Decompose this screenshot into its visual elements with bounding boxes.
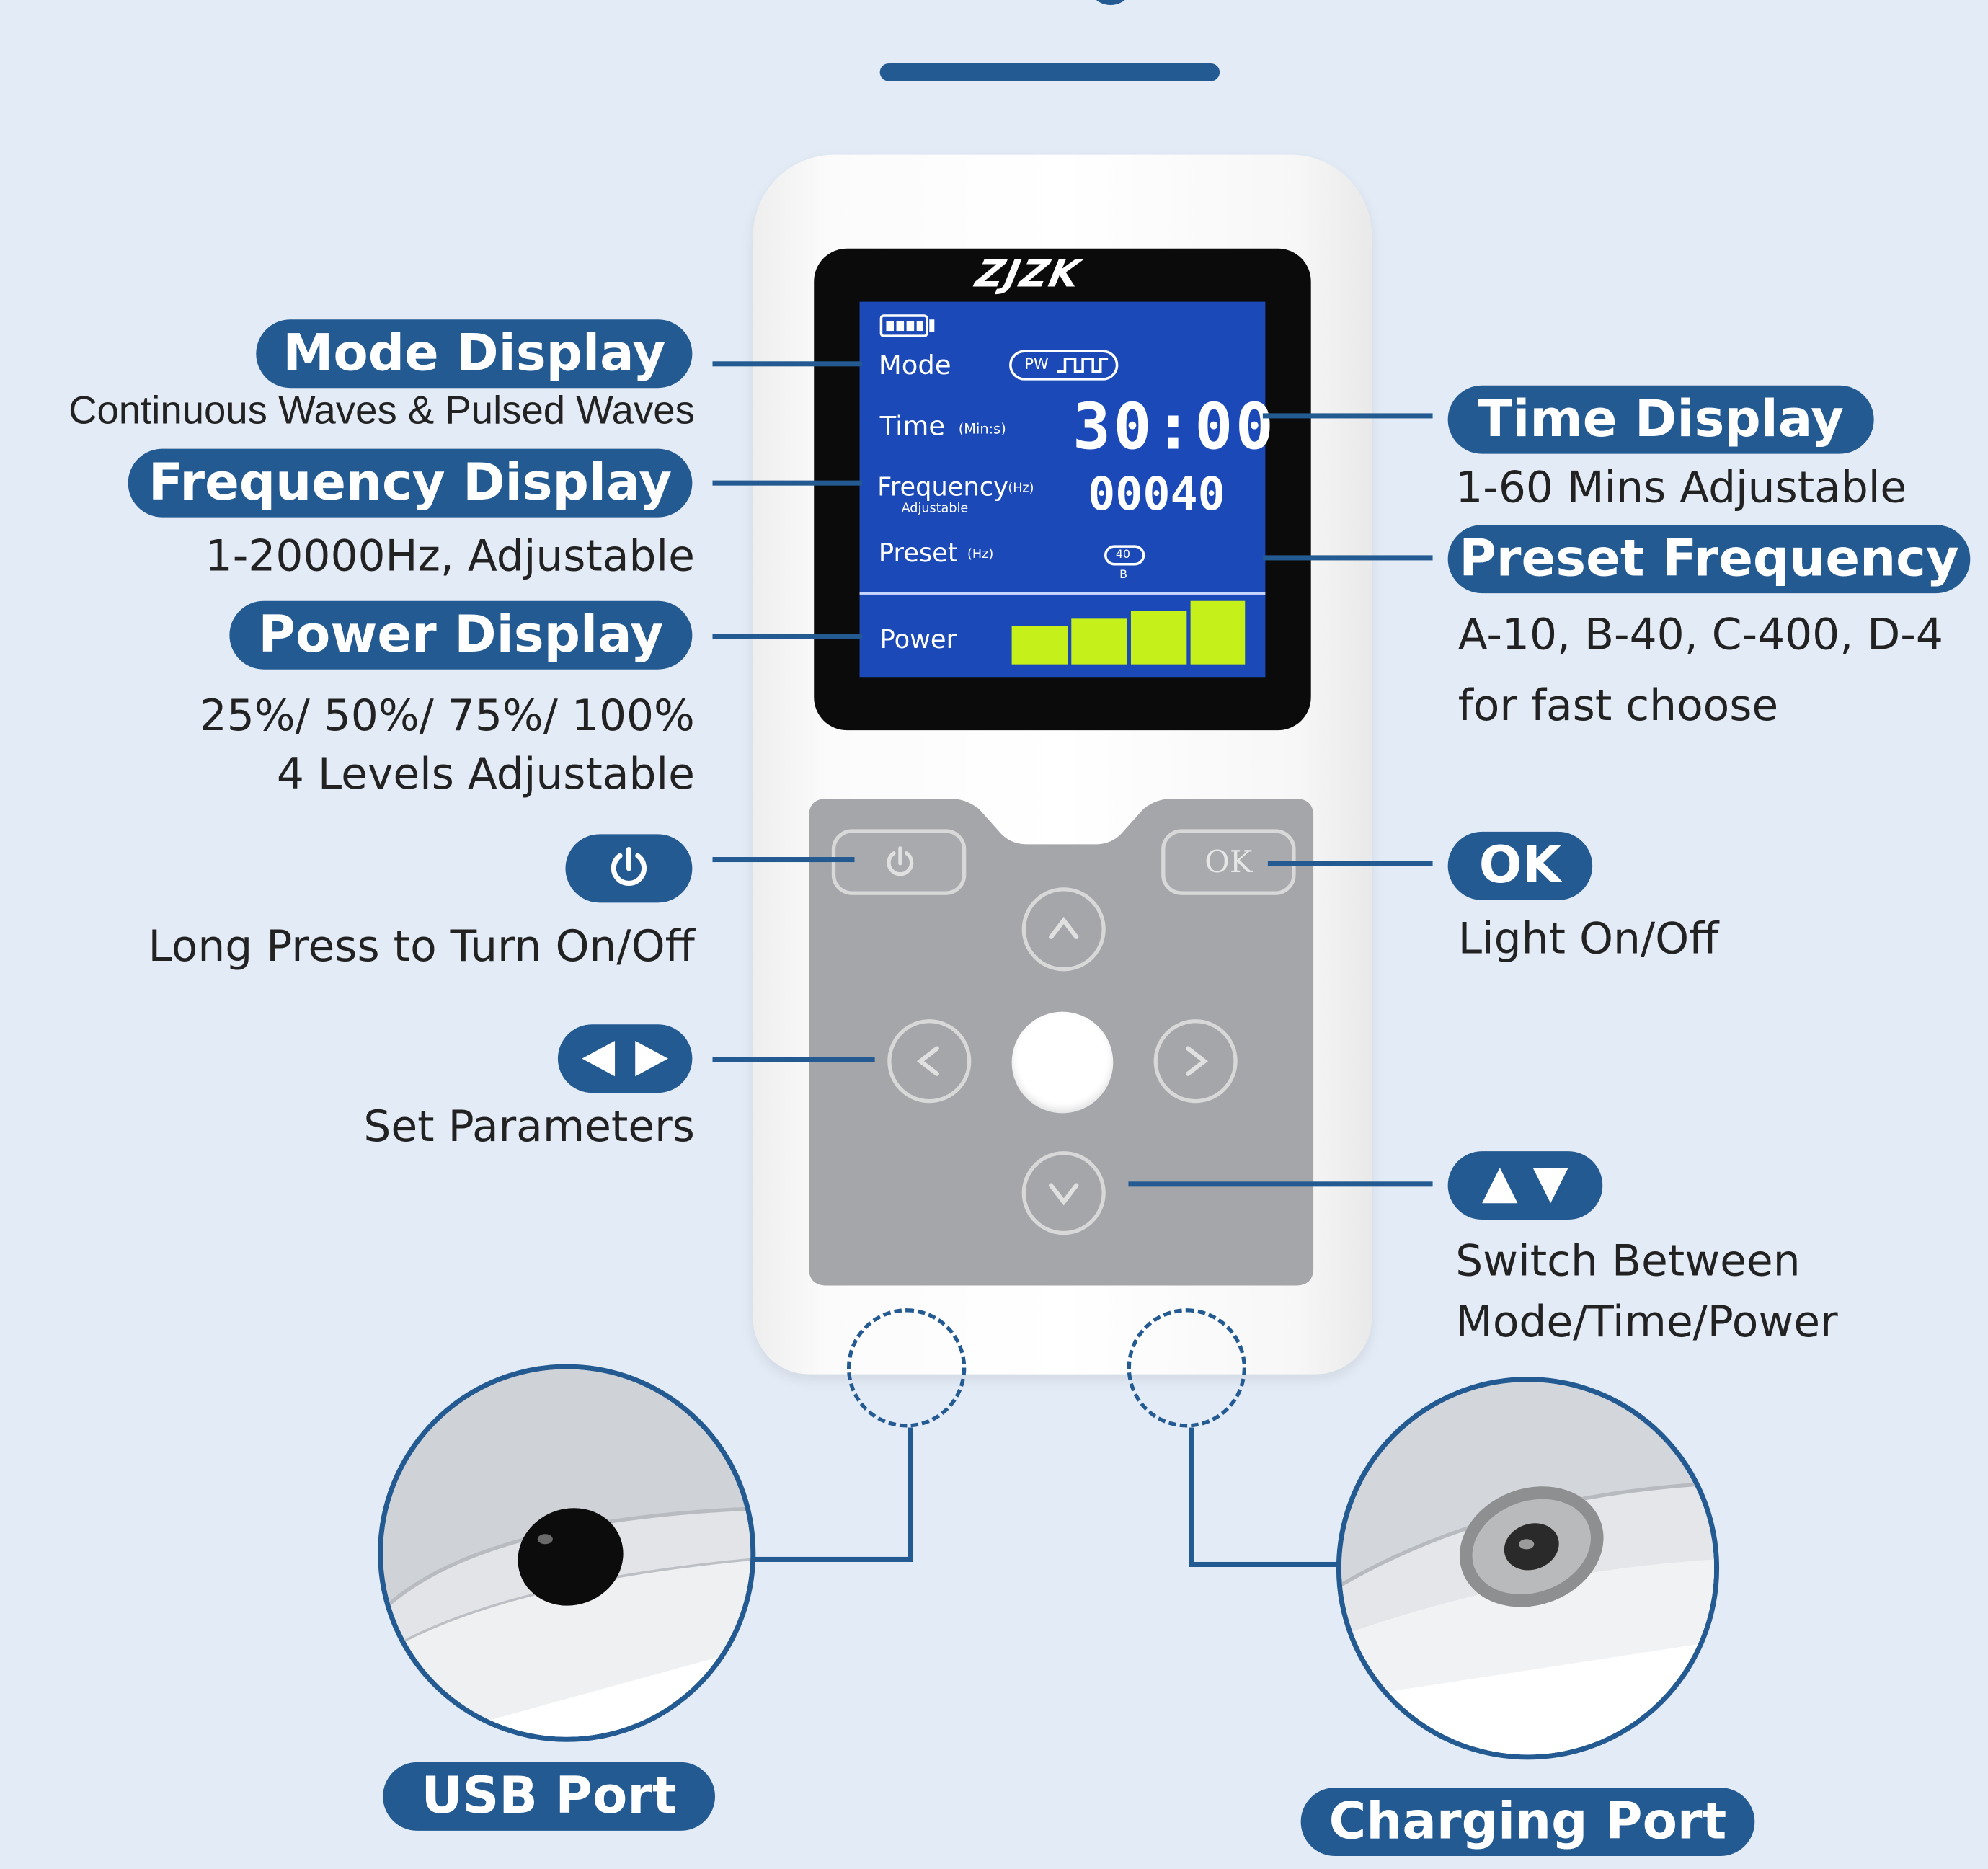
up-down-desc-1: Switch Between <box>1455 1235 1801 1287</box>
power-icon <box>887 846 914 876</box>
power-button-pill <box>565 834 693 903</box>
preset-badge-value: 40 <box>1115 549 1130 562</box>
lcd-time-value: 30:00 <box>1073 390 1277 464</box>
lcd-freq-value: 00040 <box>1088 469 1225 521</box>
power-display-desc-1: 25%/ 50%/ 75%/ 100% <box>199 691 695 742</box>
mode-badge-text: PW <box>1024 355 1049 373</box>
power-button[interactable] <box>831 829 967 895</box>
charging-port-closeup <box>1336 1377 1720 1760</box>
power-button-desc: Long Press to Turn On/Off <box>148 921 695 973</box>
lcd-power-label: Power <box>879 623 957 654</box>
charging-port-marker <box>1127 1308 1246 1428</box>
pulse-wave-icon <box>1057 358 1109 373</box>
lcd-screen: Mode PW Time (Min:s) 30:00 Frequency (Hz… <box>859 301 1274 678</box>
mode-display-desc: Continuous Waves & Pulsed Waves <box>68 388 695 432</box>
time-connector <box>1262 413 1433 419</box>
preset-connector <box>1262 555 1433 561</box>
left-right-arrows-icon <box>582 1041 668 1077</box>
ok-desc: Light On/Off <box>1457 914 1719 965</box>
preset-frequency-desc-2: for fast choose <box>1457 680 1779 732</box>
lcd-preset-unit: (Hz) <box>967 547 994 562</box>
preset-letter: B <box>1119 569 1127 582</box>
brand-logo: ZJZK <box>971 252 1086 297</box>
battery-icon <box>879 314 928 337</box>
lcd-time-label: Time <box>879 410 946 442</box>
time-display-pill: Time Display <box>1447 385 1874 454</box>
left-right-connector <box>712 1057 875 1062</box>
power-connector <box>712 634 863 639</box>
charging-connector-v <box>1189 1427 1194 1568</box>
time-display-desc: 1-60 Mins Adjustable <box>1455 462 1907 514</box>
chevron-down-icon <box>1049 1183 1079 1206</box>
frequency-display-pill: Frequency Display <box>128 448 693 518</box>
power-display-pill: Power Display <box>229 600 693 670</box>
up-button[interactable] <box>1021 887 1106 972</box>
header-divider <box>879 63 1220 81</box>
mode-display-pill: Mode Display <box>256 319 693 389</box>
usb-port-pill: USB Port <box>383 1762 716 1831</box>
ok-button-label: OK <box>1204 844 1253 880</box>
chevron-up-icon <box>1049 916 1079 939</box>
preset-frequency-desc-1: A-10, B-40, C-400, D-4 <box>1457 610 1943 661</box>
power-icon <box>611 846 647 887</box>
up-down-pill <box>1447 1151 1603 1220</box>
usb-port-marker <box>846 1308 967 1428</box>
ok-pill: OK <box>1447 831 1593 900</box>
up-down-arrows-icon <box>1482 1167 1568 1204</box>
usb-connector-v <box>908 1427 913 1562</box>
lcd-freq-label: Frequency <box>877 471 1008 502</box>
chevron-left-icon <box>916 1046 939 1076</box>
up-down-desc-2: Mode/Time/Power <box>1455 1297 1838 1348</box>
power-bar-4 <box>1190 600 1246 665</box>
left-right-pill <box>557 1024 693 1093</box>
lcd-mode-label: Mode <box>878 350 951 381</box>
preset-frequency-pill: Preset Frequency <box>1447 525 1971 594</box>
charging-connector-h <box>1189 1561 1341 1568</box>
lcd-freq-sub: Adjustable <box>901 502 969 516</box>
usb-connector-h <box>753 1556 913 1562</box>
frequency-connector <box>712 480 863 486</box>
lcd-time-unit: (Min:s) <box>958 420 1006 438</box>
lcd-divider <box>859 592 1266 595</box>
left-right-desc: Set Parameters <box>363 1101 695 1153</box>
down-button[interactable] <box>1021 1151 1106 1235</box>
left-button[interactable] <box>887 1019 972 1104</box>
charging-port-pill: Charging Port <box>1300 1788 1755 1857</box>
frequency-display-desc: 1-20000Hz, Adjustable <box>205 530 695 582</box>
right-button[interactable] <box>1153 1019 1238 1104</box>
center-button[interactable] <box>1011 1011 1114 1114</box>
mode-connector <box>712 361 863 367</box>
usb-port-closeup <box>378 1364 756 1742</box>
power-bar-1 <box>1011 626 1068 665</box>
power-button-connector <box>712 857 855 863</box>
power-bar-2 <box>1071 618 1127 665</box>
ok-connector <box>1267 861 1433 866</box>
power-display-desc-2: 4 Levels Adjustable <box>276 749 695 800</box>
preset-badge: 40 <box>1104 545 1145 566</box>
lcd-preset-label: Preset <box>878 537 958 568</box>
header-arc <box>1088 0 1134 6</box>
usb-port-image <box>383 1369 751 1737</box>
power-bar-3 <box>1130 611 1187 665</box>
lcd-freq-unit: (Hz) <box>1008 481 1034 496</box>
mode-badge: PW <box>1009 350 1119 381</box>
up-down-connector <box>1128 1181 1433 1187</box>
chevron-right-icon <box>1186 1046 1209 1076</box>
power-bars <box>1011 600 1246 665</box>
charging-port-image <box>1341 1382 1715 1755</box>
